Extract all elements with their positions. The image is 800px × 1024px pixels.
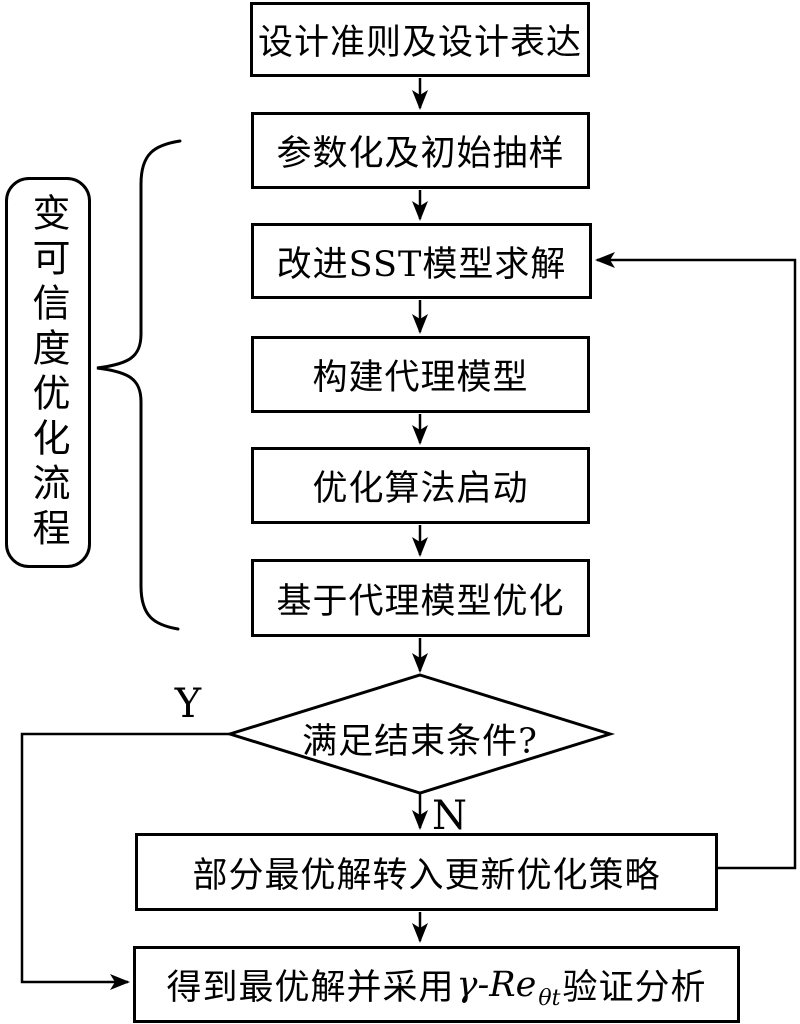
node-improved-sst-solver: 改进SST模型求解 (251, 223, 592, 299)
final-text-prefix: 得到最优解并采用 (166, 968, 455, 1008)
side-label-text: 变可信度优化流程 (26, 192, 70, 553)
branch-label-yes: Y (174, 681, 202, 727)
branch-label-no: N (432, 793, 467, 839)
arrow-feedback-loop (595, 252, 797, 870)
node-optimization-algorithm-start: 优化算法启动 (251, 447, 590, 524)
gamma-re-formula: γ-Re (456, 964, 537, 1005)
side-label-box: 变可信度优化流程 (5, 177, 91, 568)
node-parameterization-sampling: 参数化及初始抽样 (251, 112, 590, 189)
decision-condition-label: 满足结束条件? (302, 722, 538, 762)
curly-brace (96, 139, 182, 631)
final-text-suffix: 验证分析 (562, 968, 707, 1008)
node-update-optimization-strategy: 部分最优解转入更新优化策略 (135, 833, 718, 911)
node-surrogate-based-optimization: 基于代理模型优化 (251, 559, 590, 637)
node-build-surrogate-model: 构建代理模型 (251, 336, 590, 413)
decision-diamond (224, 673, 616, 795)
gamma-re-formula-subscript: θt (538, 986, 561, 1011)
arrow-yes-branch (20, 732, 230, 990)
node-design-criteria: 设计准则及设计表达 (250, 2, 590, 77)
